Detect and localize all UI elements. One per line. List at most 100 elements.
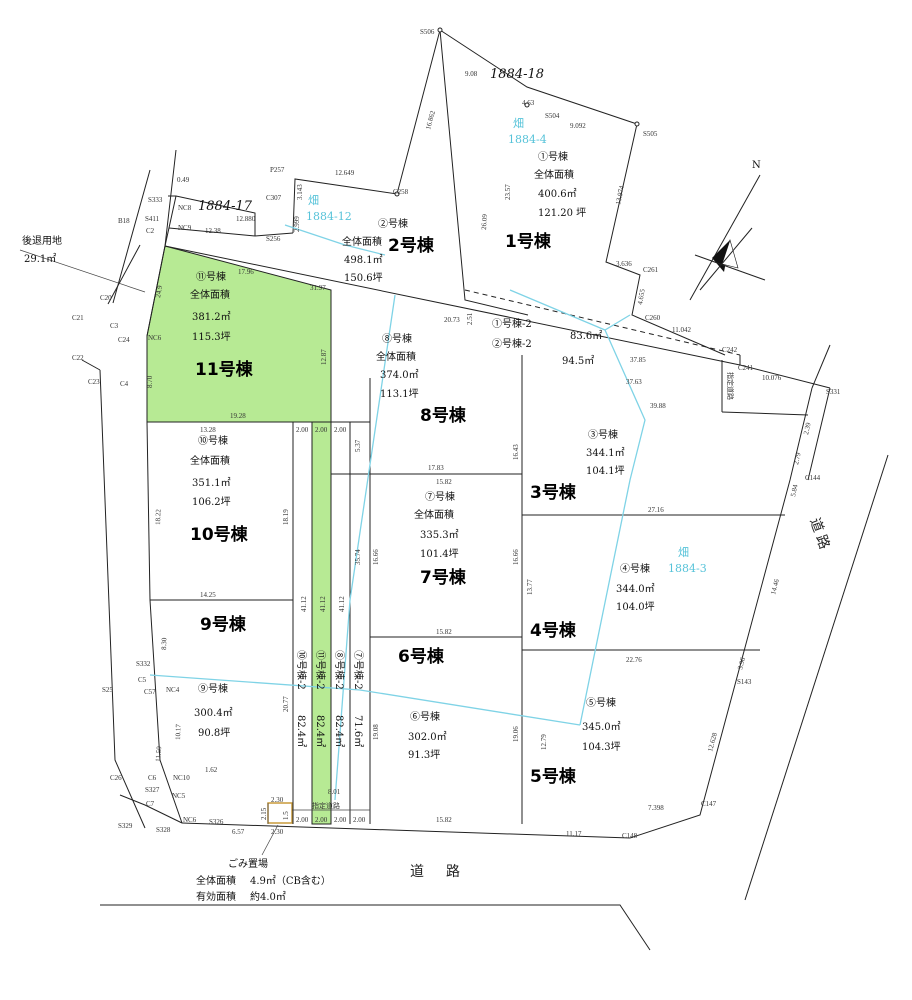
parcel-mark-3: 畑 <box>678 546 689 559</box>
lot-2-area-label: 全体面積 <box>342 235 382 248</box>
lot-11-circled: ⑪号棟 <box>196 270 226 283</box>
lot-1-area-label: 全体面積 <box>534 168 574 181</box>
svg-text:2.51: 2.51 <box>466 312 474 325</box>
svg-text:18.19: 18.19 <box>282 509 290 525</box>
svg-text:NC6: NC6 <box>183 816 197 824</box>
svg-text:2.00: 2.00 <box>296 426 309 434</box>
svg-text:8.01: 8.01 <box>328 788 341 796</box>
svg-text:C261: C261 <box>643 266 659 274</box>
svg-text:11.042: 11.042 <box>672 326 691 334</box>
svg-text:9.08: 9.08 <box>465 70 478 78</box>
svg-text:10.076: 10.076 <box>762 374 782 382</box>
strip-10-label: ⑩号棟-2 <box>295 650 308 690</box>
svg-text:S326: S326 <box>209 818 224 826</box>
lot-7-tsubo: 101.4坪 <box>420 547 459 560</box>
lot-4-title: 4号棟 <box>530 620 577 641</box>
svg-text:19.28: 19.28 <box>230 412 246 420</box>
svg-text:3.636: 3.636 <box>616 260 632 268</box>
svg-text:22.76: 22.76 <box>626 656 642 664</box>
svg-text:11.50: 11.50 <box>154 746 163 763</box>
svg-text:C260: C260 <box>645 314 661 322</box>
svg-text:9.092: 9.092 <box>570 122 586 130</box>
svg-text:NC5: NC5 <box>172 792 186 800</box>
svg-text:2.30: 2.30 <box>271 796 284 804</box>
designated-road-vertical: 指定道路 <box>726 372 735 400</box>
svg-text:2.39: 2.39 <box>802 421 812 435</box>
lot-3-tsubo: 104.1坪 <box>586 464 625 477</box>
lot-6-tsubo: 91.3坪 <box>408 748 440 761</box>
lot-10[interactable]: ⑩号棟 全体面積 351.1㎡ 106.2坪 10号棟 <box>190 434 249 545</box>
svg-text:7.398: 7.398 <box>648 804 664 812</box>
lot-3-title: 3号棟 <box>530 482 577 503</box>
svg-text:B18: B18 <box>118 217 130 225</box>
lot-4[interactable]: ④号棟 344.0㎡ 104.0坪 4号棟 <box>530 562 655 641</box>
svg-text:16.43: 16.43 <box>512 444 520 460</box>
svg-text:11.17: 11.17 <box>566 830 582 838</box>
dimension-labels: 9.08 16.862 4.63 9.092 13.974 23.57 26.0… <box>146 70 813 838</box>
strip-10-area: 82.4㎡ <box>295 715 307 747</box>
lot-1[interactable]: ①号棟 全体面積 400.6㎡ 121.20 坪 1号棟 <box>505 150 586 252</box>
lot-8-area-label: 全体面積 <box>376 350 416 363</box>
strip-11-area: 82.4㎡ <box>314 715 326 747</box>
lot-11-area-label: 全体面積 <box>190 288 230 301</box>
lot-8-tsubo: 113.1坪 <box>380 387 419 400</box>
svg-text:19.06: 19.06 <box>512 726 520 742</box>
lot-7-circled: ⑦号棟 <box>425 490 455 503</box>
lot-10-circled: ⑩号棟 <box>198 434 228 447</box>
svg-text:41.12: 41.12 <box>338 596 346 612</box>
parcel-mark-1: 畑 <box>513 117 524 130</box>
lot-6-area: 302.0㎡ <box>408 731 447 743</box>
svg-text:S331: S331 <box>826 388 841 396</box>
lot-5-area: 345.0㎡ <box>582 721 621 733</box>
svg-text:19.08: 19.08 <box>372 724 380 740</box>
lot-4-tsubo: 104.0坪 <box>616 600 655 613</box>
lot-1-area: 400.6㎡ <box>538 188 577 200</box>
svg-text:3.96: 3.96 <box>736 656 747 670</box>
lot-11[interactable]: ⑪号棟 全体面積 381.2㎡ 115.3坪 11号棟 <box>190 270 254 380</box>
lot-8[interactable]: ⑧号棟 全体面積 374.0㎡ 113.1坪 8号棟 <box>376 332 467 426</box>
lot-5[interactable]: ⑤号棟 345.0㎡ 104.3坪 5号棟 <box>530 696 621 787</box>
lot-10-area-label: 全体面積 <box>190 454 230 467</box>
boundary-lines <box>19 29 889 951</box>
svg-text:2.79: 2.79 <box>792 451 802 465</box>
lot-6[interactable]: 6号棟 ⑥号棟 302.0㎡ 91.3坪 <box>398 646 447 761</box>
svg-text:S25: S25 <box>102 686 113 694</box>
lot-6-title: 6号棟 <box>398 646 445 667</box>
svg-text:P257: P257 <box>270 166 285 174</box>
svg-text:20.73: 20.73 <box>444 316 460 324</box>
garbage-effective: 約4.0㎡ <box>250 890 286 903</box>
lot-5-title: 5号棟 <box>530 766 577 787</box>
svg-text:S411: S411 <box>145 215 160 223</box>
strip-1-area: 83.6㎡ <box>570 330 602 342</box>
svg-text:C20: C20 <box>100 294 112 302</box>
svg-text:S332: S332 <box>136 660 151 668</box>
lot-8-title: 8号棟 <box>420 405 467 426</box>
svg-text:S256: S256 <box>266 235 281 243</box>
svg-text:12.880: 12.880 <box>236 215 256 223</box>
svg-text:1.62: 1.62 <box>205 766 218 774</box>
strip-11-highlight[interactable] <box>311 421 332 825</box>
lot-3[interactable]: ③号棟 344.1㎡ 104.1坪 3号棟 <box>530 428 625 503</box>
lot-9[interactable]: 9号棟 ⑨号棟 300.4㎡ 90.8坪 <box>194 614 247 739</box>
lot-2[interactable]: ②号棟 全体面積 498.1㎡ 150.6坪 2号棟 <box>342 217 435 284</box>
svg-text:3.143: 3.143 <box>296 184 304 200</box>
lot-7[interactable]: ⑦号棟 全体面積 335.3㎡ 101.4坪 7号棟 <box>414 490 467 588</box>
svg-text:S143: S143 <box>737 678 752 686</box>
svg-text:S327: S327 <box>145 786 160 794</box>
garbage-total: 4.9㎡（CB含む） <box>250 874 331 887</box>
svg-text:C4: C4 <box>120 380 129 388</box>
lot-9-title: 9号棟 <box>200 614 247 635</box>
svg-text:5.84: 5.84 <box>789 483 799 497</box>
svg-text:16.66: 16.66 <box>512 549 520 565</box>
svg-text:C21: C21 <box>72 314 84 322</box>
svg-text:C258: C258 <box>393 188 409 196</box>
svg-text:2.999: 2.999 <box>293 216 301 232</box>
strip-11-label: ⑪号棟-2 <box>314 650 327 690</box>
svg-text:15.82: 15.82 <box>436 816 452 824</box>
strip-8-area: 82.4㎡ <box>333 715 345 747</box>
svg-text:NC4: NC4 <box>166 686 180 694</box>
svg-text:10.17: 10.17 <box>174 724 183 741</box>
garbage-title: ごみ置場 <box>228 857 268 870</box>
survey-points: S506 S504 S505 P257 C258 C307 S256 S333 … <box>72 27 841 840</box>
parcel-1884-4: 1884-4 <box>508 133 547 146</box>
